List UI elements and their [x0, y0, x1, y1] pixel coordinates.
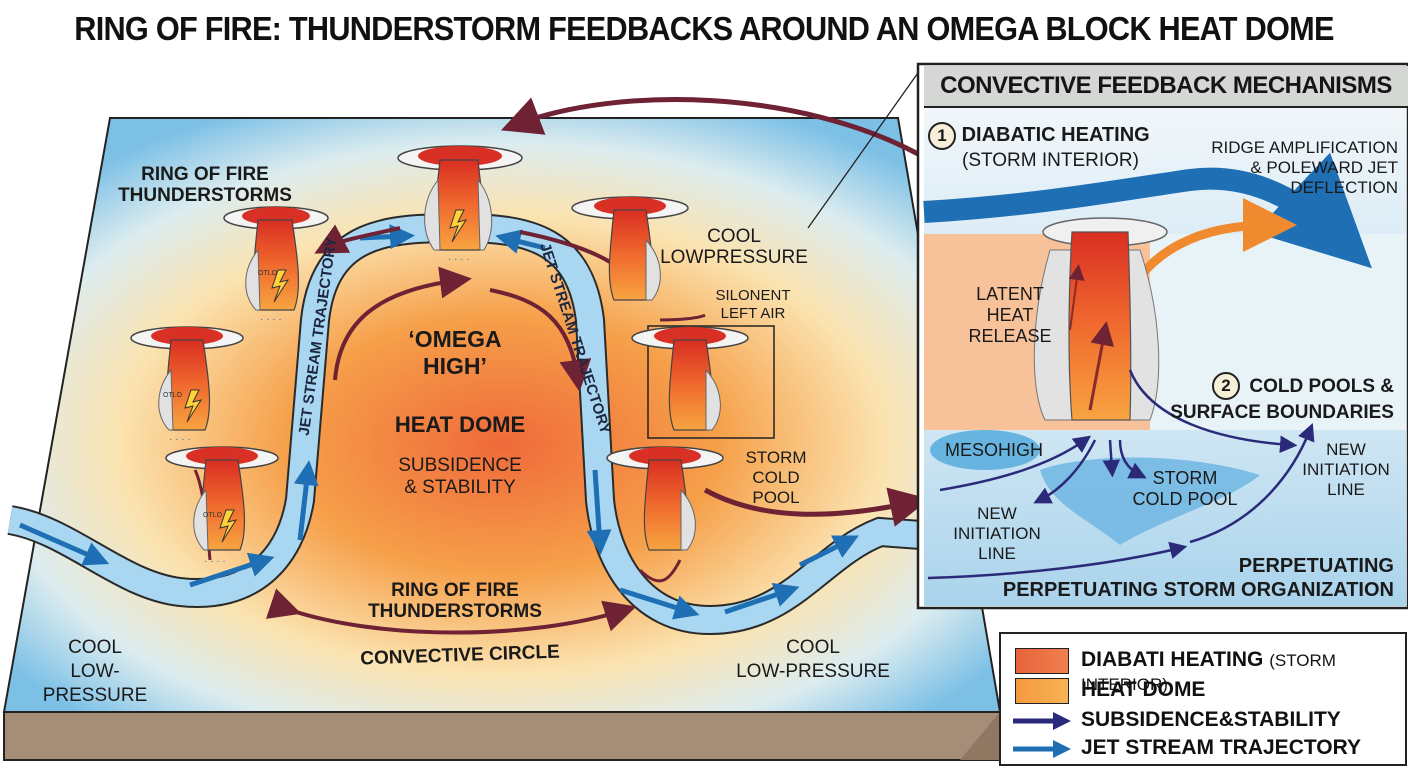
jet-stream-arrow-icon [1013, 740, 1071, 758]
silonent-left-air-label: SILONENT LEFT AIR [715, 287, 791, 322]
ground-slab [3, 711, 1001, 761]
subsidence-label: SUBSIDENCE & STABILITY [398, 455, 522, 498]
cool-low-label-top-right: COOL LOWPRESSURE [660, 226, 808, 268]
legend-label: HEAT DOME [1081, 678, 1206, 701]
step2-number: 2 [1212, 372, 1240, 400]
legend-item: DIABATI HEATING (STORM INTERIOR) [1001, 646, 1405, 694]
storm-cell: · · · · [397, 145, 523, 265]
ring-of-fire-label-top: RING OF FIRE THUNDERSTORMS [118, 164, 292, 206]
subsidence-arrow-icon [1013, 712, 1071, 730]
diabatic-heating-swatch [1015, 648, 1069, 674]
ridge-amplification-label: RIDGE AMPLIFICATION & POLEWARD JET DEFLE… [1211, 138, 1398, 197]
heat-dome-label: HEAT DOME [394, 412, 526, 437]
legend-item: SUBSIDENCE&STABILITY [1001, 706, 1405, 734]
storm-cold-pool-label: STORM COLD POOL [745, 448, 807, 507]
svg-text:· · · ·: · · · · [204, 556, 226, 567]
storm-cell: · · · · [165, 446, 279, 567]
perpetuating-label: PERPETUATING [1238, 555, 1394, 577]
mesohigh-label: MESOHIGH [945, 440, 1044, 460]
storm-tag: OTLO [163, 392, 183, 399]
legend-item: HEAT DOME [1001, 676, 1405, 704]
step1-number: 1 [928, 122, 956, 150]
svg-text:· · · ·: · · · · [260, 314, 282, 325]
svg-text:· · · ·: · · · · [169, 434, 191, 445]
storm-cell [571, 196, 689, 301]
new-initiation-label-right: NEW INITIATION LINE [1302, 440, 1390, 499]
storm-inset-frame [647, 325, 775, 439]
heat-dome-swatch [1015, 678, 1069, 704]
step1-title: 1 DIABATIC HEATING [928, 122, 1150, 150]
cool-low-label-right: COOL LOW-PRESSURE [736, 637, 890, 682]
latent-heat-label: LATENT HEAT RELEASE [968, 284, 1052, 346]
legend-label: SUBSIDENCE&STABILITY [1081, 708, 1341, 731]
feedback-panel [916, 62, 1408, 610]
legend: DIABATI HEATING (STORM INTERIOR) HEAT DO… [999, 632, 1407, 766]
ring-storms: · · · · · · · · · · · · · · · · [130, 145, 749, 567]
step1-title-text: DIABATIC HEATING [961, 124, 1150, 146]
step2-title-text: COLD POOLS & SURFACE BOUNDARIES [1170, 376, 1394, 423]
omega-high-label: ‘OMEGA HIGH’ [408, 326, 502, 379]
step1-subtitle: (STORM INTERIOR) [962, 150, 1139, 171]
page-title: RING OF FIRE: THUNDERSTORM FEEDBACKS ARO… [74, 10, 1334, 47]
storm-cell [606, 446, 724, 551]
storm-tag: OTLO [258, 270, 278, 277]
storm-cell: · · · · [130, 326, 244, 445]
panel-title: CONVECTIVE FEEDBACK MECHANISMS [924, 66, 1408, 108]
legend-label: JET STREAM TRAJECTORY [1081, 736, 1362, 759]
legend-label: DIABATI HEATING (STORM INTERIOR) [1081, 648, 1336, 694]
storm-cell: · · · · [223, 206, 329, 325]
storm-cold-pool-panel-label: STORM COLD POOL [1132, 468, 1238, 509]
svg-text:· · · ·: · · · · [448, 254, 470, 265]
new-initiation-label-left: NEW INITIATION LINE [953, 504, 1041, 563]
cool-low-label-left: COOL LOW-PRESSURE [42, 637, 148, 706]
ring-of-fire-label-bottom: RING OF FIRE THUNDERSTORMS [368, 580, 542, 622]
storm-tag: OTLO [203, 512, 223, 519]
step2-title: 2 [1212, 372, 1240, 400]
storm-cell [631, 326, 749, 431]
perpetuating-organization-label: PERPETUATING STORM ORGANIZATION [1002, 579, 1394, 601]
legend-item: JET STREAM TRAJECTORY [1001, 734, 1405, 762]
